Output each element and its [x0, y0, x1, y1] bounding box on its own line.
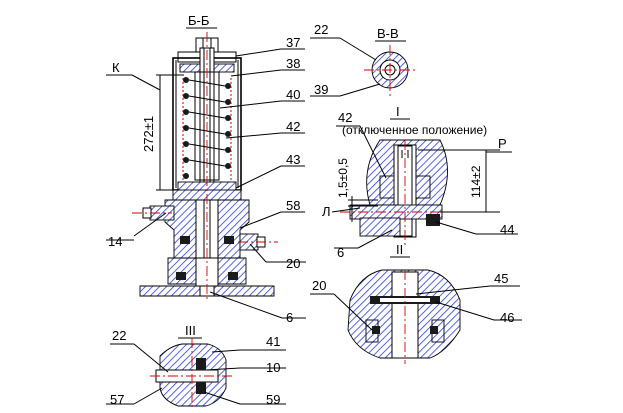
part-44: 44: [500, 222, 514, 237]
part-37: 37: [286, 35, 300, 50]
part-40: 40: [286, 87, 300, 102]
part-41: 41: [266, 334, 280, 349]
detail-iii-label: III: [185, 323, 196, 338]
part-20: 20: [286, 256, 300, 271]
part-42: 42: [286, 119, 300, 134]
letter-p: Р: [498, 136, 507, 151]
part-42-detail: 42: [338, 110, 352, 125]
part-39: 39: [314, 82, 328, 97]
part-6: 6: [286, 310, 293, 325]
dim-spring-length: 272±1: [141, 116, 156, 152]
letter-l: Л: [322, 204, 331, 219]
main-leaders: [106, 48, 306, 319]
main-section-view: Б-Б: [106, 13, 306, 325]
part-10: 10: [266, 360, 280, 375]
part-43: 43: [286, 152, 300, 167]
section-bb-label: Б-Б: [188, 13, 209, 28]
part-6-detail: 6: [337, 245, 344, 260]
dim-height-114: 114±2: [469, 165, 483, 198]
part-20-detail: 20: [312, 278, 326, 293]
detail-i-label: I: [396, 104, 400, 119]
part-45: 45: [494, 271, 508, 286]
detail-iii-view: III 22 41 10 57 59: [106, 323, 286, 410]
dim-stroke-gap: 1,5±0,5: [336, 158, 350, 198]
part-14: 14: [108, 234, 122, 249]
detail-ii-view: II 45 46 20: [310, 242, 522, 364]
section-vv-view: В-В 22 39: [310, 22, 418, 97]
detail-i-view: I (отключенное положение) 1,5±0,5 114±2 …: [322, 104, 518, 260]
detail-ii-label: II: [396, 242, 403, 257]
section-vv-label: В-В: [377, 26, 399, 41]
detail-i-note: (отключенное положение): [342, 123, 487, 137]
part-46: 46: [500, 310, 514, 325]
part-58: 58: [286, 198, 300, 213]
part-22-top: 22: [314, 22, 328, 37]
part-59: 59: [266, 392, 280, 407]
part-22-bottom: 22: [112, 328, 126, 343]
part-57: 57: [110, 392, 124, 407]
part-38: 38: [286, 56, 300, 71]
letter-k: К: [112, 60, 120, 75]
